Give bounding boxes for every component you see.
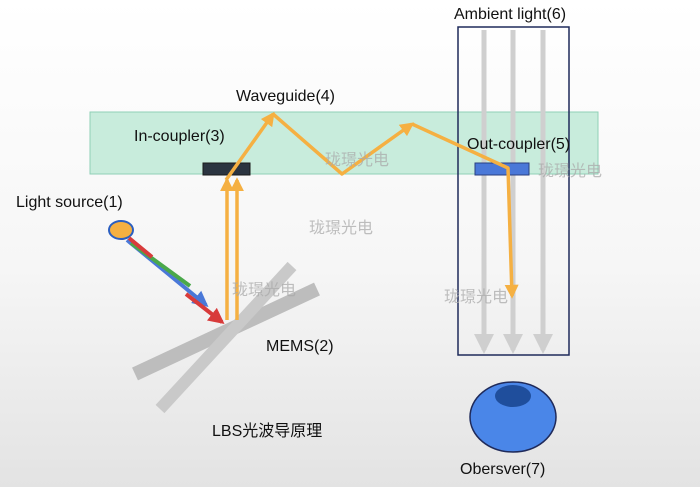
ambient-light-label: Ambient light(6) xyxy=(454,6,567,23)
beam-path xyxy=(220,111,519,320)
out-coupler-label: Out-coupler(5) xyxy=(467,136,571,153)
watermark-text: 珑璟光电 xyxy=(325,152,390,169)
light-source-icon xyxy=(108,220,134,240)
mems-bar xyxy=(155,261,297,414)
watermark-text: 珑璟光电 xyxy=(232,282,297,299)
out-coupler-grating xyxy=(474,162,530,176)
laser-red-tip xyxy=(184,292,225,324)
waveguide-label: Waveguide(4) xyxy=(236,88,336,105)
diagram-caption: LBS光波导原理 xyxy=(212,423,323,440)
watermark-text: 珑璟光电 xyxy=(309,220,374,237)
observer-eye-icon xyxy=(469,381,557,453)
eye-pupil xyxy=(495,385,531,407)
mems-label: MEMS(2) xyxy=(266,338,334,355)
beam-segment xyxy=(224,111,275,182)
beam-segment xyxy=(271,112,415,176)
beam-out xyxy=(411,122,519,299)
mems-mirror xyxy=(132,261,320,414)
laser-red xyxy=(127,236,154,259)
watermark-text: 珑璟光电 xyxy=(538,163,603,180)
watermark-text: 珑璟光电 xyxy=(444,289,509,306)
in-coupler-grating xyxy=(202,162,251,176)
ambient-light-frame xyxy=(457,26,570,356)
observer-label: Obersver(7) xyxy=(460,461,546,478)
light-source-label: Light source(1) xyxy=(16,194,123,211)
in-coupler-label: In-coupler(3) xyxy=(134,128,225,145)
eye-ball xyxy=(469,381,557,453)
laser-beam xyxy=(125,236,225,324)
